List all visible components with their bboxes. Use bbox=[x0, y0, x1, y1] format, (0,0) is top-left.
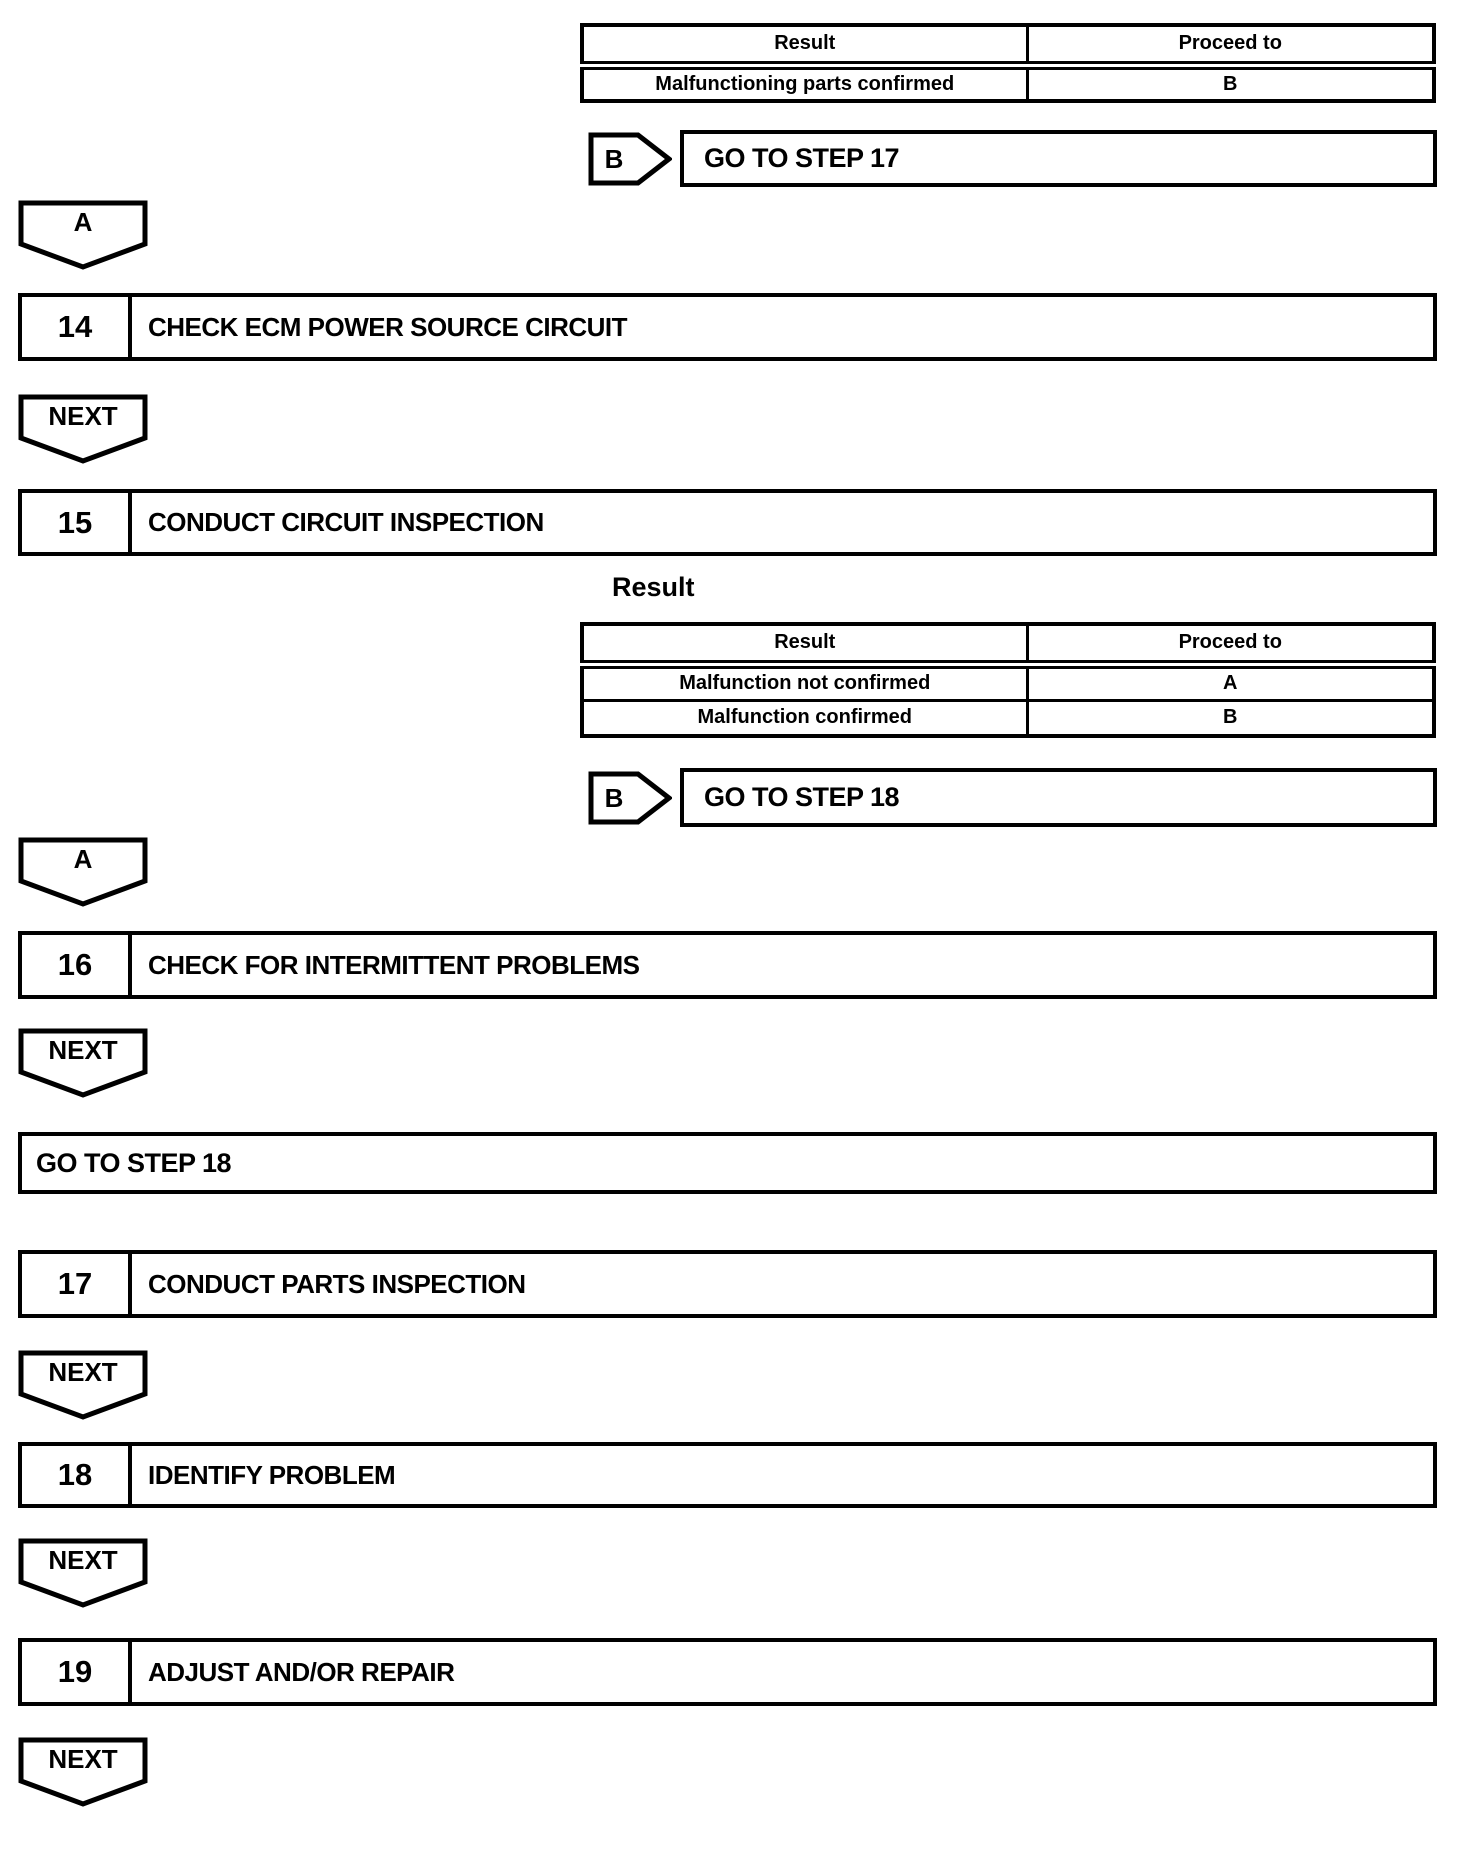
pentagon-down-shape bbox=[18, 394, 148, 464]
step-title: CONDUCT CIRCUIT INSPECTION bbox=[148, 507, 544, 537]
connector-label: NEXT bbox=[48, 400, 118, 431]
step-title: IDENTIFY PROBLEM bbox=[148, 1459, 396, 1490]
result-section-label: Result bbox=[612, 572, 695, 602]
step-box-15: 15 CONDUCT CIRCUIT INSPECTION bbox=[18, 489, 1437, 556]
connector-next-4: NEXT bbox=[18, 1538, 148, 1608]
connector-label: NEXT bbox=[48, 1356, 118, 1387]
connector-next-5: NEXT bbox=[18, 1737, 148, 1807]
header-cell-result: Result bbox=[580, 622, 1029, 669]
step-number: 18 bbox=[22, 1446, 132, 1504]
connector-label: B bbox=[604, 143, 624, 174]
connector-label: A bbox=[73, 843, 93, 874]
header-cell-result: Result bbox=[580, 23, 1029, 70]
connector-label: NEXT bbox=[48, 1743, 118, 1774]
connector-b-2: B bbox=[588, 771, 672, 825]
header-cell-proceed-to: Proceed to bbox=[1025, 23, 1436, 70]
table-row: Malfunction confirmed B bbox=[580, 698, 1436, 738]
connector-label: NEXT bbox=[48, 1034, 118, 1065]
connector-next-1: NEXT bbox=[18, 394, 148, 464]
pentagon-down-shape bbox=[18, 1350, 148, 1420]
pentagon-down-shape bbox=[18, 200, 148, 270]
connector-next-3: NEXT bbox=[18, 1350, 148, 1420]
header-cell-proceed-to: Proceed to bbox=[1025, 622, 1436, 669]
step-box-17: 17 CONDUCT PARTS INSPECTION bbox=[18, 1250, 1437, 1318]
proceed-cell: B bbox=[1025, 698, 1436, 738]
connector-a-1: A bbox=[18, 200, 148, 270]
step-title: CONDUCT PARTS INSPECTION bbox=[148, 1268, 526, 1299]
connector-label: NEXT bbox=[48, 1544, 118, 1575]
pentagon-down-shape bbox=[18, 1028, 148, 1098]
step-title: CHECK ECM POWER SOURCE CIRCUIT bbox=[148, 311, 628, 342]
result-cell: Malfunction not confirmed bbox=[580, 662, 1029, 702]
pentagon-down-shape bbox=[18, 837, 148, 907]
goto-step-17-label: GO TO STEP 17 bbox=[704, 143, 900, 173]
goto-step-18-wide-label: GO TO STEP 18 bbox=[36, 1147, 232, 1178]
step-number: 15 bbox=[22, 493, 132, 552]
step-title: CHECK FOR INTERMITTENT PROBLEMS bbox=[148, 949, 640, 980]
connector-next-2: NEXT bbox=[18, 1028, 148, 1098]
table-row: Malfunction not confirmed A bbox=[580, 662, 1436, 702]
result-cell: Malfunction confirmed bbox=[580, 698, 1029, 738]
proceed-cell: B bbox=[1025, 63, 1436, 103]
step-number: 14 bbox=[22, 297, 132, 357]
step-box-19: 19 ADJUST AND/OR REPAIR bbox=[18, 1638, 1437, 1706]
result-table-middle: Result Proceed to Malfunction not confir… bbox=[580, 622, 1436, 738]
pentagon-down-shape bbox=[18, 1538, 148, 1608]
connector-a-2: A bbox=[18, 837, 148, 907]
table-header-row: Result Proceed to bbox=[580, 622, 1436, 669]
step-title: ADJUST AND/OR REPAIR bbox=[148, 1656, 455, 1687]
step-box-14: 14 CHECK ECM POWER SOURCE CIRCUIT bbox=[18, 293, 1437, 361]
goto-step-18-wide-box: GO TO STEP 18 bbox=[18, 1132, 1437, 1194]
result-cell: Malfunctioning parts confirmed bbox=[580, 63, 1029, 103]
step-box-16: 16 CHECK FOR INTERMITTENT PROBLEMS bbox=[18, 931, 1437, 999]
table-header-row: Result Proceed to bbox=[580, 23, 1436, 70]
table-row: Malfunctioning parts confirmed B bbox=[580, 63, 1436, 103]
pentagon-right-shape bbox=[588, 771, 672, 825]
goto-step-18-box: GO TO STEP 18 bbox=[680, 768, 1437, 827]
goto-step-18-label: GO TO STEP 18 bbox=[704, 782, 900, 812]
step-number: 17 bbox=[22, 1254, 132, 1314]
connector-label: B bbox=[604, 782, 624, 813]
connector-label: A bbox=[73, 206, 93, 237]
step-box-18: 18 IDENTIFY PROBLEM bbox=[18, 1442, 1437, 1508]
pentagon-right-shape bbox=[588, 132, 672, 186]
proceed-cell: A bbox=[1025, 662, 1436, 702]
result-table-top: Result Proceed to Malfunctioning parts c… bbox=[580, 23, 1436, 103]
pentagon-down-shape bbox=[18, 1737, 148, 1807]
step-number: 19 bbox=[22, 1642, 132, 1702]
goto-step-17-box: GO TO STEP 17 bbox=[680, 130, 1437, 187]
connector-b-1: B bbox=[588, 132, 672, 186]
step-number: 16 bbox=[22, 935, 132, 995]
